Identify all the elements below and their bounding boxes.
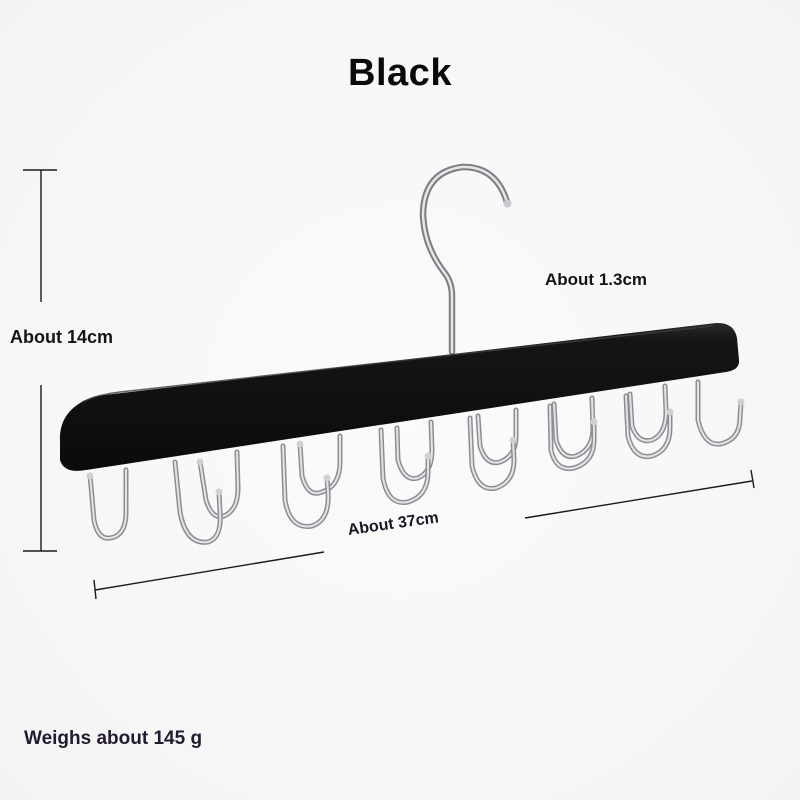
thickness-label: About 1.3cm <box>545 270 648 289</box>
color-variant-title: Black <box>348 52 452 94</box>
height-label: About 14cm <box>10 327 114 347</box>
height-dimension-line <box>23 169 57 552</box>
hanger-body <box>59 322 740 471</box>
weight-label: Weighs about 145 g <box>24 728 203 749</box>
swivel-hook <box>419 163 512 356</box>
length-dimension-line <box>93 469 755 600</box>
accessory-hooks <box>86 379 745 545</box>
